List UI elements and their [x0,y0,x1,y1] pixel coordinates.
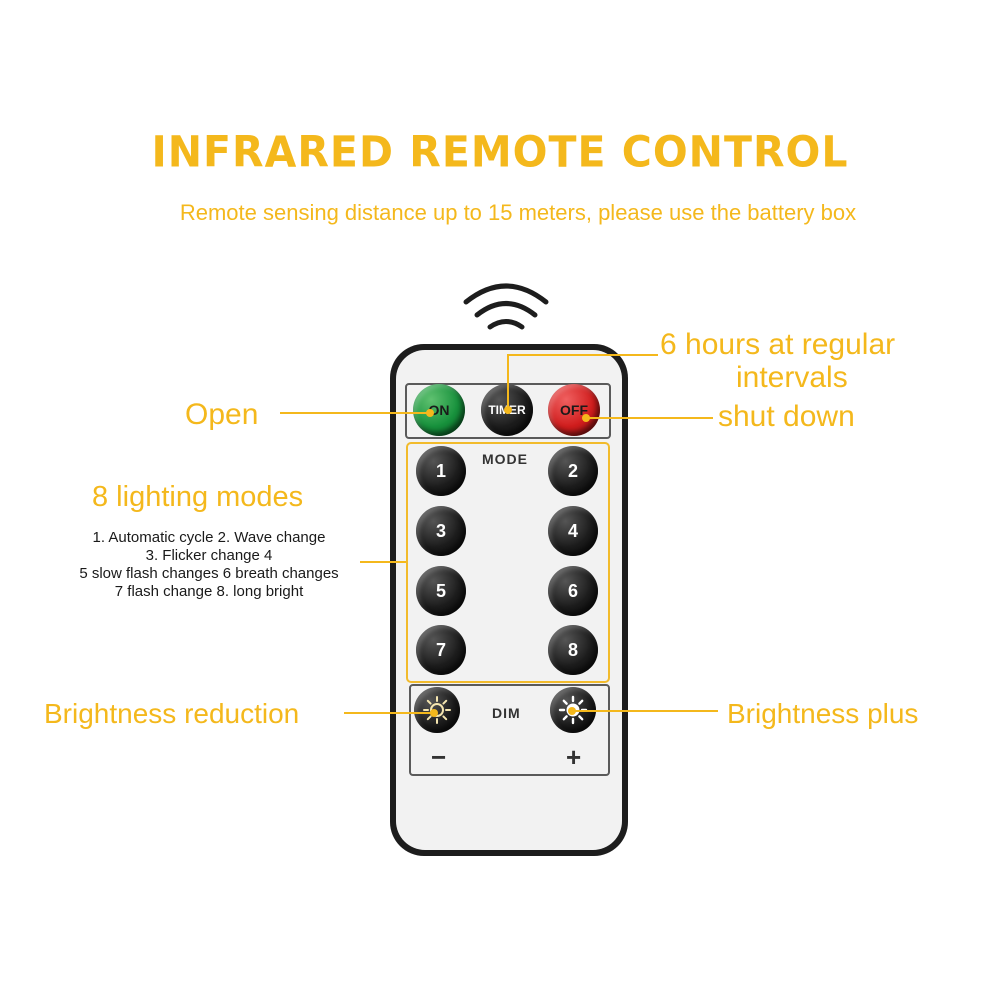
page-subtitle: Remote sensing distance up to 15 meters,… [179,200,857,225]
sun-filled-icon [558,695,588,725]
mode-button-label: 6 [567,580,578,601]
mode-button-label: 5 [435,580,446,601]
mode-button-1[interactable]: 1 [416,446,466,496]
modes-description: 1. Automatic cycle 2. Wave change 3. Fli… [40,529,378,601]
modes-title: 8 lighting modes [92,481,304,513]
off-button-label: OFF [560,402,588,418]
mode-button-8[interactable]: 8 [548,625,598,675]
mode-label: MODE [482,451,528,467]
mode-button-label: 2 [567,460,578,481]
timer-button-label: TIMER [488,403,526,417]
modes-desc-line: 3. Flicker change 4 [145,547,273,564]
mode-button-label: 4 [567,520,578,541]
dim-label: DIM [492,705,521,721]
mode-button-label: 7 [435,639,446,660]
on-button-label: ON [428,402,450,418]
mode-button-label: 3 [435,520,446,541]
mode-button-7[interactable]: 7 [416,625,466,675]
dim-panel [409,684,610,776]
mode-panel [406,442,610,683]
mode-button-2[interactable]: 2 [548,446,598,496]
minus-sign: − [431,742,447,772]
on-button[interactable]: ON [413,384,465,436]
brightness-reduction-label: Brightness reduction [44,698,300,729]
timer-button[interactable]: TIMER [481,384,533,436]
mode-button-4[interactable]: 4 [548,506,598,556]
sun-outline-icon [423,696,451,724]
brightness-plus-label: Brightness plus [727,698,919,729]
mode-button-3[interactable]: 3 [416,506,466,556]
open-label: Open [185,398,259,431]
mode-button-5[interactable]: 5 [416,566,466,616]
plus-sign: + [566,742,582,772]
shut-down-label: shut down [718,400,855,433]
page-title: INFRARED REMOTE CONTROL [151,126,849,178]
off-button[interactable]: OFF [548,384,600,436]
timer-label-line2: intervals [736,361,848,394]
dim-plus-button[interactable] [550,687,596,733]
mode-button-6[interactable]: 6 [548,566,598,616]
mode-button-label: 8 [567,639,578,660]
modes-desc-line: 7 flash change 8. long bright [114,583,304,600]
modes-desc-line: 1. Automatic cycle 2. Wave change [92,529,326,546]
mode-button-label: 1 [435,460,446,481]
dim-minus-button[interactable] [414,687,460,733]
timer-label-line1: 6 hours at regular [660,328,896,361]
modes-desc-line: 5 slow flash changes 6 breath changes [79,565,339,582]
